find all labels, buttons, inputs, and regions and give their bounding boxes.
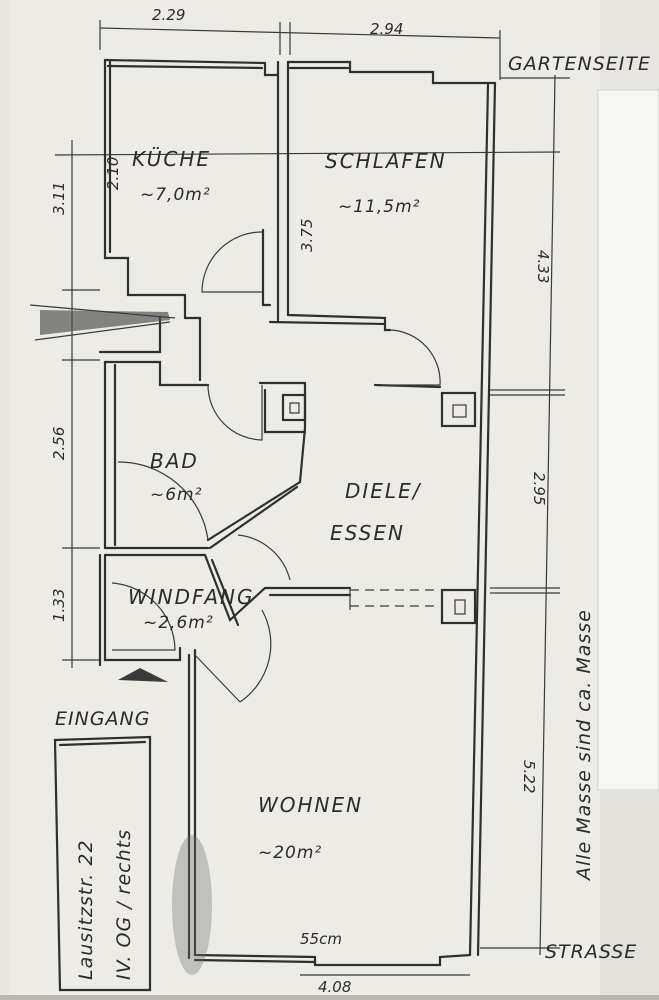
address-box: Lausitzstr. 22 IV. OG / rechts: [53, 735, 152, 992]
door-diele: [237, 534, 291, 581]
room-note-kueche: 2.10: [104, 157, 122, 190]
dim-left-3: 1.33: [50, 589, 68, 622]
dimension-lines: [54, 20, 570, 976]
room-area-bad: ~6m²: [150, 485, 202, 505]
door-bad-2: [117, 461, 209, 541]
background-paper-right: [597, 89, 659, 791]
dim-right-3: 5.22: [520, 760, 538, 793]
dim-bottom-note: 55cm: [300, 930, 342, 948]
room-name-windfang: WINDFANG: [128, 585, 255, 609]
smudge: [172, 835, 212, 975]
bottom-strip: [0, 995, 659, 1000]
address-line-2: IV. OG / rechts: [113, 829, 135, 980]
dim-top-left: 2.29: [152, 6, 185, 24]
room-area-schlafen: ~11,5m²: [338, 197, 420, 217]
table-edge: [600, 790, 659, 1000]
dim-right-1: 4.33: [534, 250, 552, 283]
room-area-windfang: ~2,6m²: [143, 613, 214, 633]
dim-left-1: 3.11: [50, 182, 68, 215]
room-name-wohnen: WOHNEN: [258, 793, 363, 817]
doors: [111, 231, 441, 703]
address-line-1: Lausitzstr. 22: [75, 839, 97, 980]
label-eingang: EINGANG: [55, 708, 150, 730]
room-labels: KÜCHE ~7,0m² 2.10 SCHLAFEN ~11,5m² 3.75 …: [104, 147, 447, 863]
walls: [98, 58, 497, 967]
room-name-diele: DIELE/: [345, 479, 422, 503]
dimension-labels: 2.29 2.94 3.11 2.56 1.33 4.33 2.95 5.22 …: [50, 6, 552, 996]
dim-top-right: 2.94: [370, 20, 403, 38]
entrance-arrow-icon: [118, 668, 168, 682]
door-windfang: [111, 582, 176, 651]
dim-left-2: 2.56: [50, 427, 68, 460]
wall-hatch: [40, 310, 170, 335]
room-name-schlafen: SCHLAFEN: [325, 149, 447, 173]
door-schlafen: [389, 329, 441, 386]
room-dim-schlafen: 3.75: [298, 219, 316, 252]
dim-bottom: 4.08: [318, 978, 351, 996]
room-area-wohnen: ~20m²: [258, 843, 322, 863]
side-note: Alle Masse sind ca. Masse: [573, 609, 595, 882]
door-kueche: [201, 231, 263, 293]
label-gartenseite: GARTENSEITE: [508, 53, 651, 75]
room-name-kueche: KÜCHE: [132, 147, 211, 171]
paper-sheet: [10, 0, 600, 1000]
label-strasse: STRASSE: [545, 941, 637, 963]
room-name-bad: BAD: [150, 449, 199, 473]
room-area-kueche: ~7,0m²: [140, 185, 211, 205]
door-bad: [207, 384, 263, 441]
room-name-diele-2: ESSEN: [330, 521, 405, 545]
door-eingang: [194, 609, 272, 703]
dim-right-2: 2.95: [530, 472, 548, 505]
